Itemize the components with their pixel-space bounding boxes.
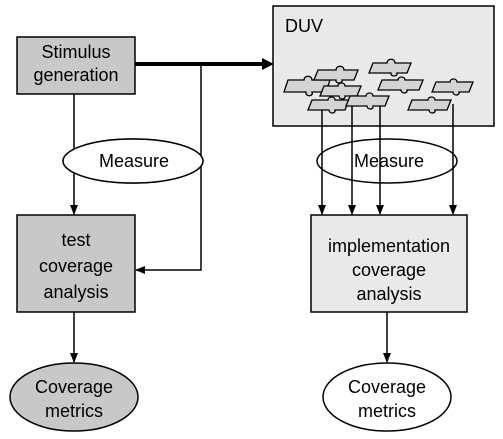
stimulus-to-duv-arrowhead: [262, 58, 274, 70]
puzzle-piece-icon: [407, 96, 452, 114]
coverage-metrics-left-ellipse: [9, 362, 139, 432]
puzzle-piece-icon: [307, 96, 350, 114]
duv-label: DUV: [285, 16, 323, 36]
test-analysis-line3: analysis: [43, 282, 108, 302]
measure-left-label: Measure: [99, 151, 169, 171]
metrics-left-line1: Coverage: [35, 377, 113, 397]
impl-analysis-line3: analysis: [356, 284, 421, 304]
stimulus-generation-box: [16, 36, 136, 95]
stimulus-label-line2: generation: [33, 65, 118, 85]
test-analysis-line2: coverage: [39, 256, 113, 276]
metrics-left-line2: metrics: [45, 401, 103, 421]
puzzle-pieces-icon: [283, 58, 474, 114]
metrics-right-line1: Coverage: [348, 377, 426, 397]
metrics-right-line2: metrics: [358, 401, 416, 421]
puzzle-piece-icon: [313, 65, 359, 84]
test-analysis-line1: test: [61, 230, 90, 250]
puzzle-piece-icon: [345, 92, 390, 110]
coverage-metrics-right-ellipse: [322, 362, 452, 432]
impl-analysis-line1: implementation: [328, 236, 450, 256]
impl-analysis-line2: coverage: [352, 260, 426, 280]
puzzle-piece-icon: [377, 76, 424, 94]
puzzle-piece-icon: [431, 78, 474, 96]
stimulus-label-line1: Stimulus: [41, 42, 110, 62]
implementation-coverage-analysis-box: [310, 214, 468, 313]
measure-left-ellipse-cover: [62, 138, 204, 184]
puzzle-piece-icon: [368, 58, 412, 77]
feedback-connector: [135, 64, 202, 274]
test-coverage-analysis-box: [16, 214, 136, 313]
measure-right-label: Measure: [354, 151, 424, 171]
